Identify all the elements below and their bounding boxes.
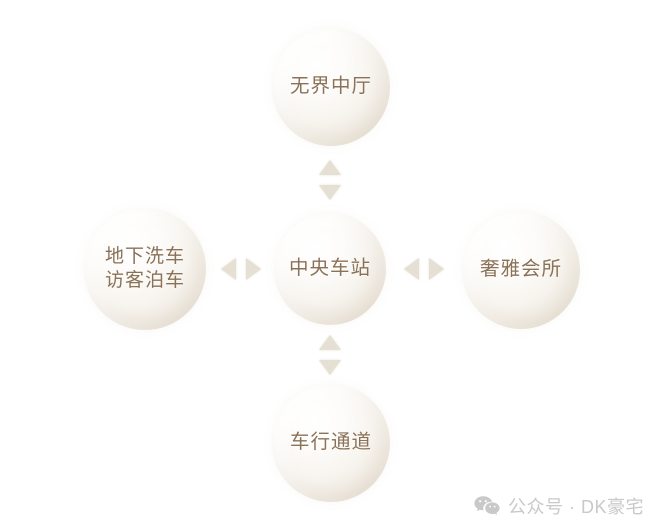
wechat-icon <box>474 495 500 517</box>
connector-center-right <box>384 255 464 283</box>
arrow-down-icon <box>319 185 341 200</box>
arrow-left-icon <box>221 258 236 280</box>
node-right-label-line-1: 奢雅会所 <box>479 258 562 280</box>
connector-gap <box>236 269 246 270</box>
node-top[interactable]: 无界中厅 <box>272 28 390 146</box>
arrow-left-icon <box>404 258 419 280</box>
node-top-label-line-1: 无界中厅 <box>289 75 372 97</box>
node-bottom-label-line-1: 车行通道 <box>289 431 372 453</box>
connector-gap <box>330 175 331 185</box>
node-right[interactable]: 奢雅会所 <box>462 211 580 329</box>
node-center-label-line-1: 中央车站 <box>288 257 371 279</box>
node-left-label-line-1: 地下洗车 <box>104 245 185 267</box>
arrow-up-icon <box>319 335 341 350</box>
watermark-text: 公众号 · DK豪宅 <box>507 497 644 517</box>
arrow-down-icon <box>319 360 341 375</box>
connector-gap <box>419 269 429 270</box>
arrow-up-icon <box>319 160 341 175</box>
connector-center-top <box>316 146 344 214</box>
watermark: 公众号 · DK豪宅 <box>474 493 644 519</box>
arrow-right-icon <box>429 258 444 280</box>
connector-center-left <box>206 255 276 283</box>
connector-center-bottom <box>316 324 344 386</box>
connector-gap <box>330 350 331 360</box>
node-left-label-line-2: 访客泊车 <box>104 270 185 291</box>
arrow-right-icon <box>246 258 261 280</box>
node-left[interactable]: 地下洗车 访客泊车 <box>84 208 206 330</box>
node-bottom[interactable]: 车行通道 <box>272 384 390 502</box>
node-center[interactable]: 中央车站 <box>274 213 386 325</box>
